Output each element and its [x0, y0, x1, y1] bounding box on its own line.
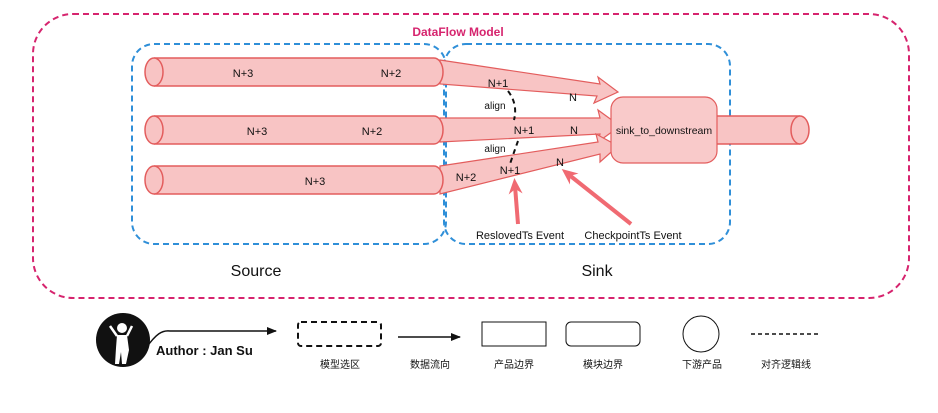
- sink-to-downstream-label: sink_to_downstream: [616, 125, 713, 137]
- legend-product-boundary-label: 产品边界: [494, 358, 534, 371]
- legend-data-flow-label: 数据流向: [410, 358, 450, 371]
- legend-module-boundary-label: 模块边界: [583, 359, 623, 371]
- align-line-2: [509, 140, 519, 165]
- source-label: Source: [231, 263, 282, 280]
- pipe-2-right-label: N+2: [362, 126, 383, 138]
- pipe-2-left-label: N+3: [247, 126, 268, 138]
- legend-align-line-label: 对齐逻辑线: [761, 358, 811, 371]
- pipe-1-right-label: N+2: [381, 68, 402, 80]
- flow-arrow-2: [439, 108, 622, 144]
- checkpoint-event-arrow: [561, 169, 633, 226]
- checkpoint-event-label: CheckpointTs Event: [584, 230, 681, 242]
- author-arrow: [145, 327, 277, 349]
- pipe-1-left-label: N+3: [233, 68, 254, 80]
- resolved-event-label: ReslovedTs Event: [476, 230, 564, 242]
- flow-arrow-1: [439, 59, 620, 105]
- legend-product-boundary-swatch: [481, 321, 547, 347]
- resolved-event-arrow: [508, 178, 523, 225]
- arrow-3-label-a: N+2: [456, 172, 477, 184]
- legend-model-area-swatch: [297, 321, 382, 347]
- arrow-3-label-b: N+1: [500, 165, 521, 177]
- pipe-1: [144, 57, 444, 87]
- source-zone: [131, 43, 447, 245]
- legend-module-boundary-swatch: [565, 321, 641, 347]
- legend-downstream-label: 下游产品: [682, 358, 722, 371]
- pipe-2: [144, 115, 444, 145]
- author-label: Author : Jan Su: [156, 343, 253, 358]
- pipe-3: [144, 165, 444, 195]
- arrow-1-label-a: N+1: [488, 78, 509, 90]
- legend-model-area-label: 模型选区: [320, 358, 360, 371]
- flow-arrow-3: [439, 132, 620, 195]
- sink-to-downstream-node: [610, 96, 718, 164]
- arrow-2-label-a: N+1: [514, 125, 535, 137]
- legend-downstream-swatch: [682, 315, 720, 353]
- align-label-2: align: [484, 144, 505, 155]
- pipe-3-left-label: N+3: [305, 176, 326, 188]
- downstream-pipe: [712, 115, 810, 145]
- dataflow-model-title: DataFlow Model: [412, 25, 503, 39]
- align-label-1: align: [484, 101, 505, 112]
- sink-label: Sink: [581, 263, 613, 280]
- dataflow-model-boundary: [32, 13, 910, 299]
- author-avatar: [96, 313, 150, 367]
- align-line-1: [507, 90, 517, 121]
- arrow-2-label-b: N: [570, 125, 578, 137]
- arrow-1-label-b: N: [569, 92, 577, 104]
- arrow-3-label-c: N: [556, 157, 564, 169]
